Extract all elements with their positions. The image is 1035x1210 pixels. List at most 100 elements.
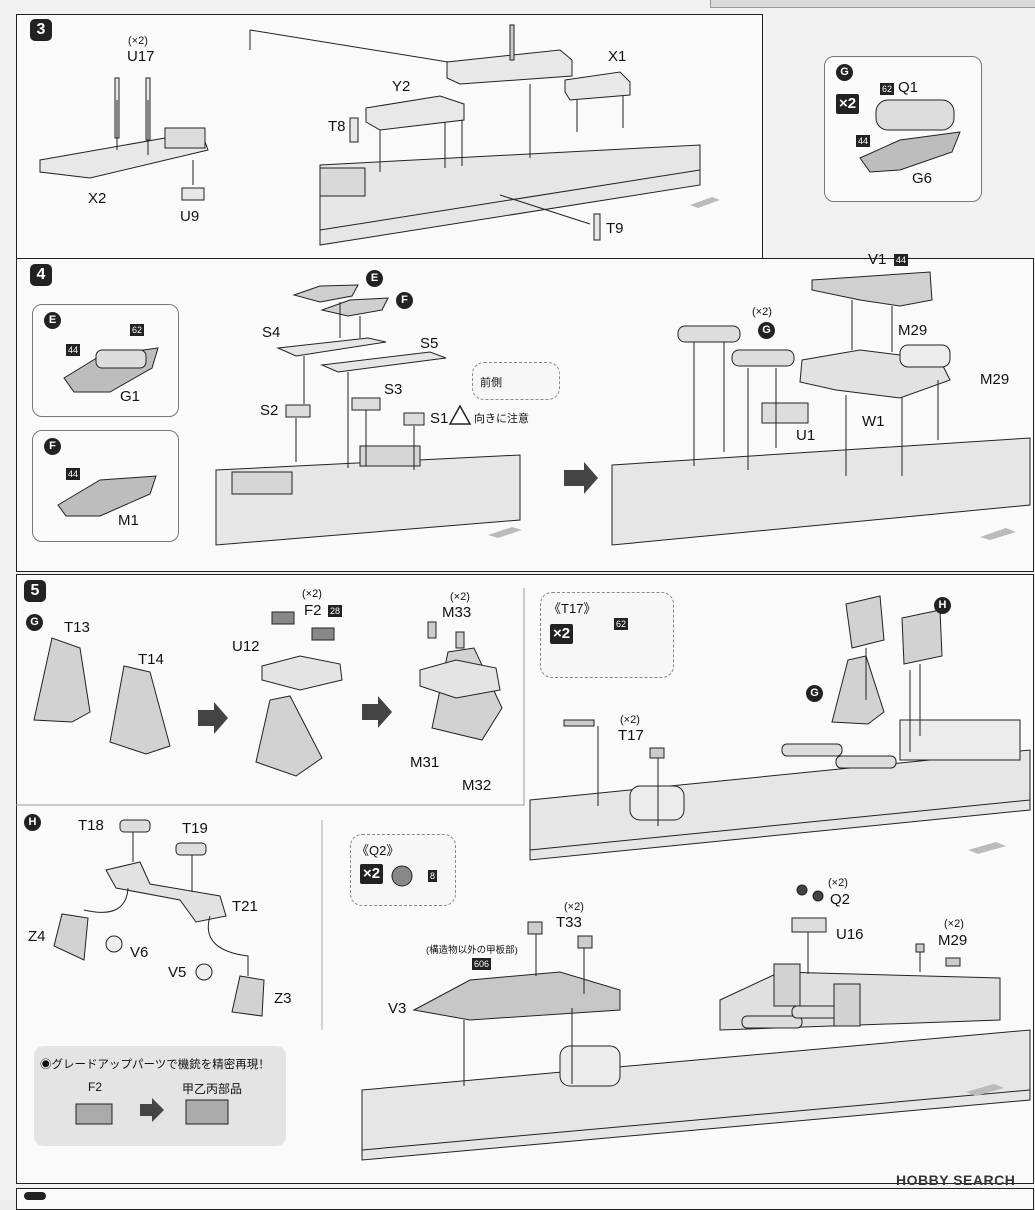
step5-circle-g: G [26, 614, 43, 631]
t21-label: T21 [232, 898, 258, 915]
grade-up-note [34, 1046, 286, 1146]
deck-note: (構造物以外の甲板部) [426, 945, 518, 956]
inset-e-circle: E [44, 312, 61, 329]
watermark: HOBBY SEARCH [896, 1172, 1016, 1188]
g6-label: G6 [912, 170, 933, 187]
m33-qty: (×2) [450, 591, 470, 603]
top-strip [710, 0, 1035, 8]
v1-label: V1 [868, 251, 887, 268]
s2-label: S2 [260, 402, 279, 419]
grade-up-kit: 甲乙丙部品 [182, 1082, 243, 1096]
v1-code: 44 [894, 254, 909, 266]
inset-e-code-44: 44 [66, 344, 81, 356]
step-3-panel [16, 14, 763, 260]
g-qty: (×2) [752, 306, 772, 318]
x1-label: X1 [608, 48, 627, 65]
u12-label: U12 [232, 638, 260, 655]
m29-ship2-label: M29 [938, 932, 968, 949]
q2-label: Q2 [830, 891, 851, 908]
caution-label: 向きに注意 [474, 413, 529, 425]
grade-up-f2: F2 [88, 1080, 103, 1094]
q2-detail-code: 8 [428, 870, 438, 882]
z4-label: Z4 [28, 928, 46, 945]
f2-qty: (×2) [302, 588, 322, 600]
s5-label: S5 [420, 335, 439, 352]
z3-label: Z3 [274, 990, 292, 1007]
step4-circle-g: G [758, 322, 775, 339]
x2-label: X2 [88, 190, 107, 207]
m29-label-b: M29 [980, 371, 1010, 388]
g1-label: G1 [120, 388, 141, 405]
t17-detail-qty: ×2 [550, 624, 574, 644]
step4-circle-e: E [366, 270, 383, 287]
q1-label: Q1 [898, 79, 919, 96]
step4-circle-f: F [396, 292, 413, 309]
next-step-edge [16, 1188, 1034, 1210]
inset-f-code-44: 44 [66, 468, 81, 480]
inset-e-code-62: 62 [130, 324, 145, 336]
u17-label: U17 [127, 48, 155, 65]
q2-detail-qty: ×2 [360, 864, 384, 884]
s3-label: S3 [384, 381, 403, 398]
front-side-box [472, 362, 560, 400]
y2-label: Y2 [392, 78, 411, 95]
g6-code: 44 [856, 135, 871, 147]
w1-label: W1 [862, 413, 885, 430]
u16-label: U16 [836, 926, 864, 943]
v5-label: V5 [168, 964, 187, 981]
step-3-number: 3 [30, 19, 52, 41]
u1-label: U1 [796, 427, 816, 444]
s1-label: S1 [430, 410, 449, 427]
t8-label: T8 [328, 118, 346, 135]
ship1-circle-h: H [934, 597, 951, 614]
q1-code: 62 [880, 83, 895, 95]
u9-label: U9 [180, 208, 200, 225]
sub-circle-h: H [24, 814, 41, 831]
t9-label: T9 [606, 220, 624, 237]
step-5-number: 5 [24, 580, 46, 602]
m29-qty: (×2) [944, 918, 964, 930]
s4-label: S4 [262, 324, 281, 341]
step-4-number: 4 [30, 264, 52, 286]
t33-label: T33 [556, 914, 582, 931]
f2-label: F2 [304, 602, 322, 619]
next-step-number [24, 1192, 46, 1200]
t17-label: T17 [618, 727, 644, 744]
inset-circle-g: G [836, 64, 853, 81]
t17-detail-title: 《T17》 [548, 601, 597, 616]
t14-label: T14 [138, 651, 164, 668]
deck-code: 606 [472, 958, 492, 970]
t17-detail-code: 62 [614, 618, 629, 630]
v3-label: V3 [388, 1000, 407, 1017]
f2-code: 28 [328, 605, 343, 617]
m31-label: M31 [410, 754, 440, 771]
inset-qty-badge: ×2 [836, 94, 860, 114]
grade-up-text: ◉グレードアップパーツで機銃を精密再現！ [40, 1059, 270, 1071]
t13-label: T13 [64, 619, 90, 636]
m32-label: M32 [462, 777, 492, 794]
t17-qty: (×2) [620, 714, 640, 726]
t33-qty: (×2) [564, 901, 584, 913]
u17-qty: (×2) [128, 35, 148, 47]
m1-label: M1 [118, 512, 139, 529]
t19-label: T19 [182, 820, 208, 837]
q2-qty: (×2) [828, 877, 848, 889]
m29-label-a: M29 [898, 322, 928, 339]
ship1-circle-g: G [806, 685, 823, 702]
front-side-label: 前側 [480, 377, 502, 389]
inset-f-circle: F [44, 438, 61, 455]
m33-label: M33 [442, 604, 472, 621]
v6-label: V6 [130, 944, 149, 961]
q2-detail-title: 《Q2》 [356, 843, 400, 858]
t18-label: T18 [78, 817, 104, 834]
